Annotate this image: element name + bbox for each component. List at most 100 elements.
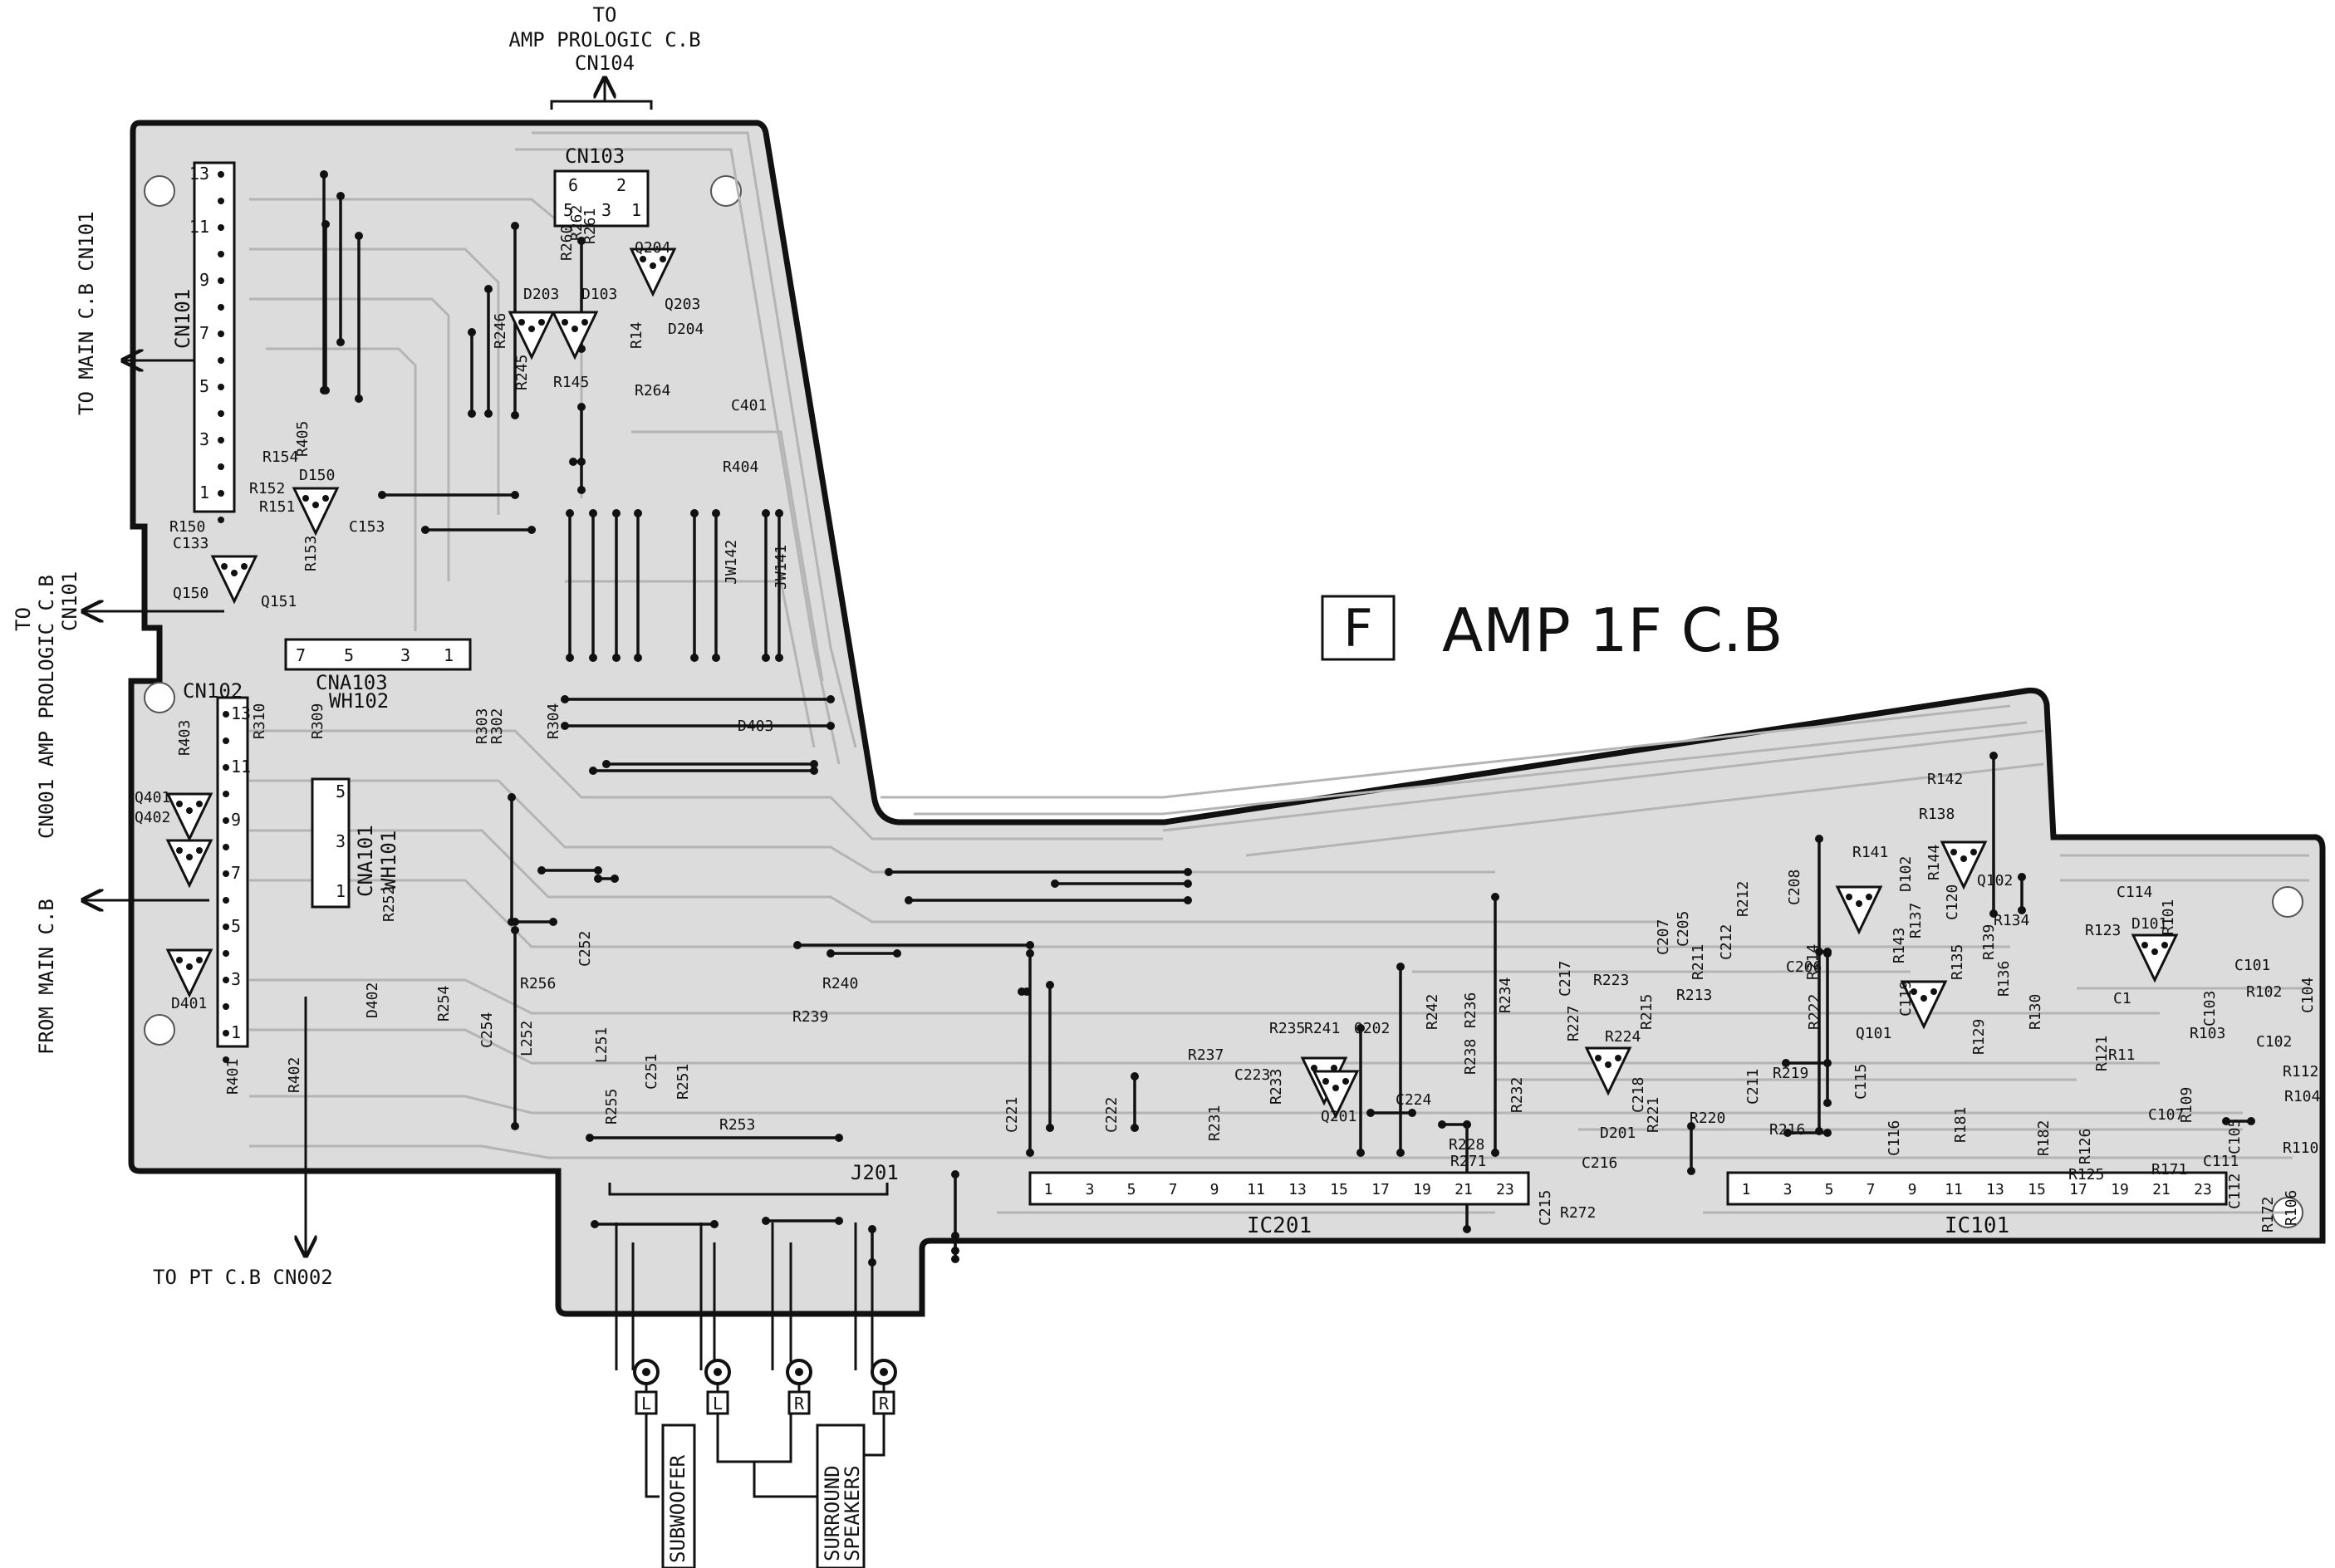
component-label: C153 bbox=[349, 518, 385, 536]
svg-text:CN001 AMP PROLOGIC C.B: CN001 AMP PROLOGIC C.B bbox=[35, 575, 58, 839]
cn103-pin: 1 bbox=[631, 200, 641, 220]
component-label: C115 bbox=[1852, 1064, 1870, 1100]
surround-line1: SURROUND bbox=[821, 1465, 844, 1561]
ic201: IC201 bbox=[1028, 1171, 1530, 1238]
mounting-hole bbox=[144, 682, 175, 713]
component-label: C208 bbox=[1786, 870, 1803, 905]
svg-text:TO: TO bbox=[593, 3, 617, 27]
component-label: R134 bbox=[1994, 912, 2029, 929]
component-label: R246 bbox=[492, 313, 509, 349]
component-label: D403 bbox=[738, 718, 773, 735]
cn103-pin: 5 bbox=[563, 200, 573, 220]
cn103-pin: 6 bbox=[568, 175, 578, 195]
ic-pin: 9 bbox=[1908, 1181, 1917, 1198]
component-label: R261 bbox=[581, 208, 599, 244]
wh102-label: WH102 bbox=[329, 689, 389, 713]
top-connection-note: TO AMP PROLOGIC C.B CN104 bbox=[508, 3, 701, 110]
connector-cn101: CN101 bbox=[171, 161, 236, 513]
component-label: R123 bbox=[2085, 922, 2121, 939]
cn101-label: CN101 bbox=[171, 289, 194, 349]
component-label: Q402 bbox=[135, 809, 170, 826]
ic101-label: IC101 bbox=[1945, 1213, 2009, 1238]
cn103-label: CN103 bbox=[565, 145, 625, 168]
ic101: IC101 bbox=[1726, 1171, 2228, 1238]
ic-pin: 7 bbox=[1169, 1181, 1178, 1198]
component-label: C114 bbox=[2117, 884, 2152, 901]
mounting-hole bbox=[710, 175, 742, 207]
mounting-hole bbox=[2272, 886, 2303, 918]
component-label: R153 bbox=[302, 536, 320, 571]
component-label: R233 bbox=[1268, 1069, 1285, 1105]
component-label: Q203 bbox=[665, 296, 700, 313]
component-label: C104 bbox=[2299, 978, 2317, 1013]
component-label: R11 bbox=[2108, 1046, 2136, 1064]
component-label: R302 bbox=[488, 708, 506, 744]
component-label: Q401 bbox=[135, 789, 170, 806]
board-outline bbox=[128, 120, 2326, 1317]
component-label: R121 bbox=[2093, 1036, 2111, 1071]
cn102-pin: 11 bbox=[231, 757, 251, 777]
cn101-pin: 5 bbox=[199, 376, 209, 396]
output-jack-block: J201 L L R R SUBWOOFER SURROUND SPEAKERS bbox=[608, 1161, 899, 1568]
cn102-pin: 1 bbox=[231, 1022, 241, 1042]
component-label: R182 bbox=[2035, 1120, 2053, 1156]
cna103-pin: 3 bbox=[400, 645, 410, 665]
component-label: R234 bbox=[1497, 978, 1514, 1013]
component-label: R262 bbox=[568, 205, 586, 241]
component-label: R253 bbox=[719, 1116, 755, 1134]
connector-cn103: CN103 6 2 5 3 1 bbox=[553, 145, 650, 228]
ic-pin: 23 bbox=[1496, 1181, 1514, 1198]
component-label: R171 bbox=[2151, 1161, 2187, 1178]
component-label: C215 bbox=[1537, 1190, 1554, 1226]
cn101-pin: 13 bbox=[189, 164, 209, 184]
component-label: R214 bbox=[1804, 944, 1822, 980]
component-label: C251 bbox=[643, 1054, 660, 1090]
component-label: R216 bbox=[1769, 1121, 1805, 1139]
component-label: Q150 bbox=[173, 585, 208, 602]
component-label: C111 bbox=[2203, 1153, 2239, 1170]
copper-traces bbox=[249, 131, 2309, 1214]
component-label: R242 bbox=[1424, 994, 1441, 1030]
component-label: R126 bbox=[2077, 1129, 2094, 1164]
component-label: R103 bbox=[2190, 1025, 2225, 1042]
component-label: C401 bbox=[731, 397, 767, 414]
left-connection-notes: TO MAIN C.B CN101 TO CN001 AMP PROLOGIC … bbox=[12, 211, 333, 1289]
component-label: R255 bbox=[603, 1089, 621, 1125]
cn102-pin: 13 bbox=[231, 703, 251, 723]
component-label: R221 bbox=[1645, 1097, 1662, 1133]
transistor-footprints bbox=[165, 247, 2179, 1120]
ic-pin: 11 bbox=[1247, 1181, 1265, 1198]
connector-cna103: 7 5 3 1 CNA103 WH102 bbox=[284, 638, 472, 713]
component-label: R143 bbox=[1891, 928, 1908, 963]
jumper-wires bbox=[320, 170, 2255, 1267]
component-label: D150 bbox=[299, 467, 335, 484]
component-label: C218 bbox=[1630, 1077, 1647, 1113]
cn101-pin: 7 bbox=[199, 323, 209, 343]
component-label: R222 bbox=[1806, 994, 1823, 1030]
component-label: R251 bbox=[675, 1064, 692, 1100]
cn103-pin: 3 bbox=[601, 200, 611, 220]
component-label: R110 bbox=[2283, 1139, 2318, 1157]
cn102-pin: 9 bbox=[231, 810, 241, 830]
component-label: R215 bbox=[1638, 994, 1656, 1030]
component-label: Q151 bbox=[261, 593, 297, 610]
svg-text:L: L bbox=[641, 1394, 651, 1414]
component-label: R223 bbox=[1593, 972, 1629, 989]
component-label: D204 bbox=[668, 321, 704, 338]
component-label: D103 bbox=[581, 286, 617, 303]
component-label: C112 bbox=[2226, 1174, 2244, 1209]
ic-pin: 1 bbox=[1044, 1181, 1053, 1198]
component-label: R219 bbox=[1773, 1065, 1808, 1082]
component-label: R236 bbox=[1462, 992, 1479, 1028]
svg-text:J201: J201 bbox=[851, 1161, 899, 1184]
ic-pin: 21 bbox=[2152, 1181, 2171, 1198]
cna103-pin: 7 bbox=[296, 645, 306, 665]
component-label: R252 bbox=[380, 886, 398, 922]
component-label: Q202 bbox=[1354, 1020, 1390, 1037]
component-label: R136 bbox=[1995, 961, 2013, 997]
component-label: C211 bbox=[1744, 1069, 1762, 1105]
component-label: C205 bbox=[1675, 911, 1692, 947]
component-label: R106 bbox=[2283, 1190, 2300, 1226]
component-label: R238 bbox=[1462, 1039, 1479, 1075]
